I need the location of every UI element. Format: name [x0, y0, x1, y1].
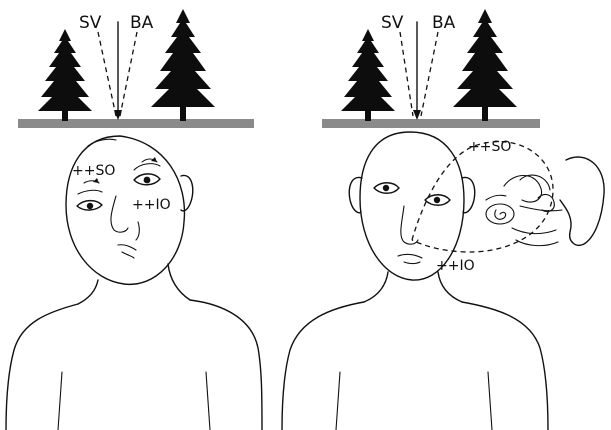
- ear-pinna: [560, 157, 604, 245]
- inner-ear-illustration: [486, 157, 604, 246]
- ear-tympanic-detail: [512, 228, 556, 234]
- right-panel: SV BA ++: [282, 9, 604, 430]
- ear-lower-detail: [516, 240, 558, 246]
- left-eye-low-pupil: [87, 203, 93, 209]
- right-ba-line: [421, 32, 438, 116]
- ear-canal-loop-2: [520, 175, 550, 190]
- left-large-tree: [151, 9, 215, 121]
- left-neck-left: [78, 280, 98, 304]
- right-lip: [404, 262, 420, 264]
- left-so-label: ++SO: [72, 163, 115, 179]
- right-reflex-pathway-loop: [412, 142, 553, 252]
- left-lip: [122, 252, 134, 258]
- left-sv-line: [98, 32, 116, 116]
- left-brow-low: [78, 190, 102, 194]
- right-io-label: ++IO: [436, 258, 475, 274]
- right-shoulder-left: [282, 302, 364, 430]
- right-ba-label: BA: [432, 13, 456, 33]
- right-so-label: ++SO: [468, 139, 511, 155]
- left-panel: SV BA ++SO ++IO: [6, 9, 262, 430]
- right-neck-right: [438, 272, 462, 302]
- left-shoulder-left: [6, 304, 78, 430]
- right-ground-bar: [322, 119, 540, 128]
- right-eye-left-pupil: [383, 185, 389, 191]
- left-cheek-line: [136, 222, 139, 240]
- left-mouth: [118, 245, 136, 250]
- left-eye-high-pupil: [144, 177, 151, 184]
- right-sv-line: [400, 32, 413, 116]
- ear-vestibular-nerve: [486, 195, 506, 200]
- right-arrowhead: [413, 110, 421, 120]
- left-ba-label: BA: [130, 13, 154, 33]
- left-arm-line-right: [206, 372, 210, 430]
- ear-semicircular-canals: [504, 176, 542, 203]
- left-shoulder-right: [190, 300, 262, 430]
- right-arm-line-right: [488, 372, 492, 430]
- right-nose: [401, 206, 418, 244]
- left-small-tree: [38, 29, 92, 121]
- left-sv-label: SV: [79, 13, 102, 33]
- right-eye-right-pupil: [434, 197, 440, 203]
- left-neck-right: [168, 264, 190, 300]
- right-shoulder-right: [462, 302, 548, 430]
- ear-canal: [520, 206, 562, 211]
- right-sv-label: SV: [381, 13, 404, 33]
- left-ba-line: [120, 32, 137, 116]
- left-head: [66, 136, 193, 284]
- ear-cochlea-spiral: [495, 210, 506, 219]
- left-nose: [111, 196, 128, 232]
- right-mouth: [398, 254, 422, 258]
- right-small-tree: [341, 29, 395, 121]
- right-large-tree: [453, 9, 517, 121]
- right-arm-line-left: [336, 372, 340, 430]
- left-brow-high: [134, 164, 160, 170]
- left-arm-line-left: [58, 372, 62, 430]
- left-ground-bar: [18, 119, 254, 128]
- left-io-label: ++IO: [132, 197, 171, 213]
- right-neck-left: [364, 272, 388, 302]
